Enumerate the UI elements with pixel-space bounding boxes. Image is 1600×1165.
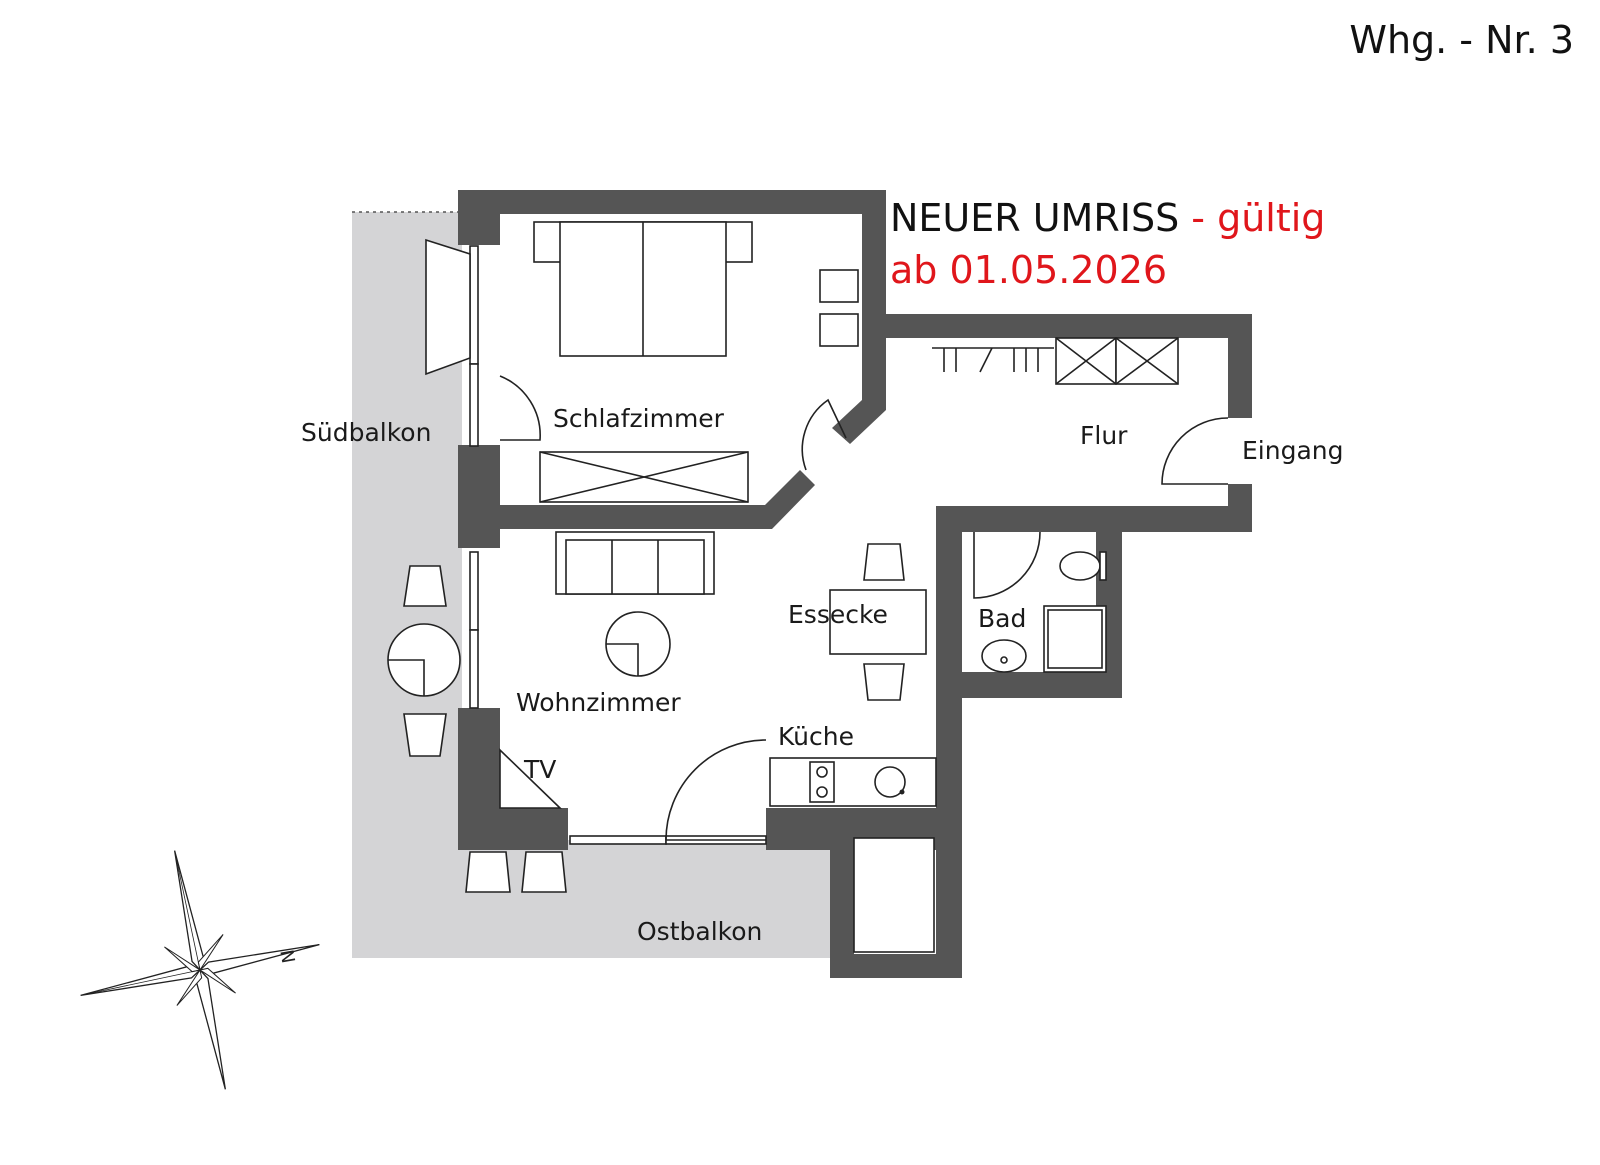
balcony-furniture	[387, 238, 935, 953]
washbasin	[981, 639, 1027, 673]
living-room-furniture	[499, 531, 767, 841]
outline-notice: NEUER UMRISS - gültig ab 01.05.2026	[890, 192, 1325, 296]
sink	[874, 766, 906, 798]
apartment-number: Whg. - Nr. 3	[1349, 18, 1574, 62]
shower	[1043, 605, 1107, 673]
dining-table	[829, 589, 927, 655]
label-eingang: Eingang	[1242, 436, 1344, 465]
south-chair-bottom	[403, 713, 447, 757]
south-chair-top	[403, 565, 447, 607]
notice-title: NEUER UMRISS	[890, 196, 1180, 240]
compass-rose	[80, 850, 320, 1090]
flur-furniture	[932, 337, 1229, 485]
room-labels: Schlafzimmer Südbalkon Flur Eingang Esse…	[301, 404, 1344, 946]
label-ostbalkon: Ostbalkon	[637, 917, 762, 946]
entrance-door-swing	[1161, 417, 1229, 485]
label-kueche: Küche	[778, 722, 854, 751]
walls	[458, 190, 1252, 978]
nightstand-1	[819, 269, 859, 303]
compass-north-label: N	[277, 948, 300, 965]
dining-furniture	[829, 543, 927, 701]
dining-chair-bottom	[863, 663, 905, 701]
label-essecke: Essecke	[788, 600, 888, 629]
bath-fixtures	[973, 531, 1107, 673]
toilet	[1059, 551, 1101, 581]
label-flur: Flur	[1080, 421, 1128, 450]
label-suedbalkon: Südbalkon	[301, 418, 431, 447]
label-tv: TV	[523, 755, 556, 784]
kitchen-counter	[769, 757, 937, 807]
label-wohnzimmer: Wohnzimmer	[516, 688, 681, 717]
stove	[809, 761, 835, 803]
label-bad: Bad	[978, 604, 1026, 633]
east-balcony-area	[352, 840, 832, 958]
label-schlafzimmer: Schlafzimmer	[553, 404, 725, 433]
bath-door-swing	[973, 531, 1041, 599]
notice-valid: - gültig	[1191, 196, 1326, 240]
bedroom-door-swing	[499, 375, 541, 441]
notice-date: ab 01.05.2026	[890, 248, 1168, 292]
dining-chair-top	[863, 543, 905, 581]
bedroom-inner-door-swing	[801, 398, 847, 471]
east-niche	[853, 837, 935, 953]
south-lounger	[425, 238, 471, 376]
nightstand-2	[819, 313, 859, 347]
living-door-swing	[665, 739, 767, 841]
east-chair-1	[465, 851, 511, 893]
bedroom-furniture	[499, 221, 859, 503]
east-chair-2	[521, 851, 567, 893]
tv-stand	[499, 748, 562, 809]
